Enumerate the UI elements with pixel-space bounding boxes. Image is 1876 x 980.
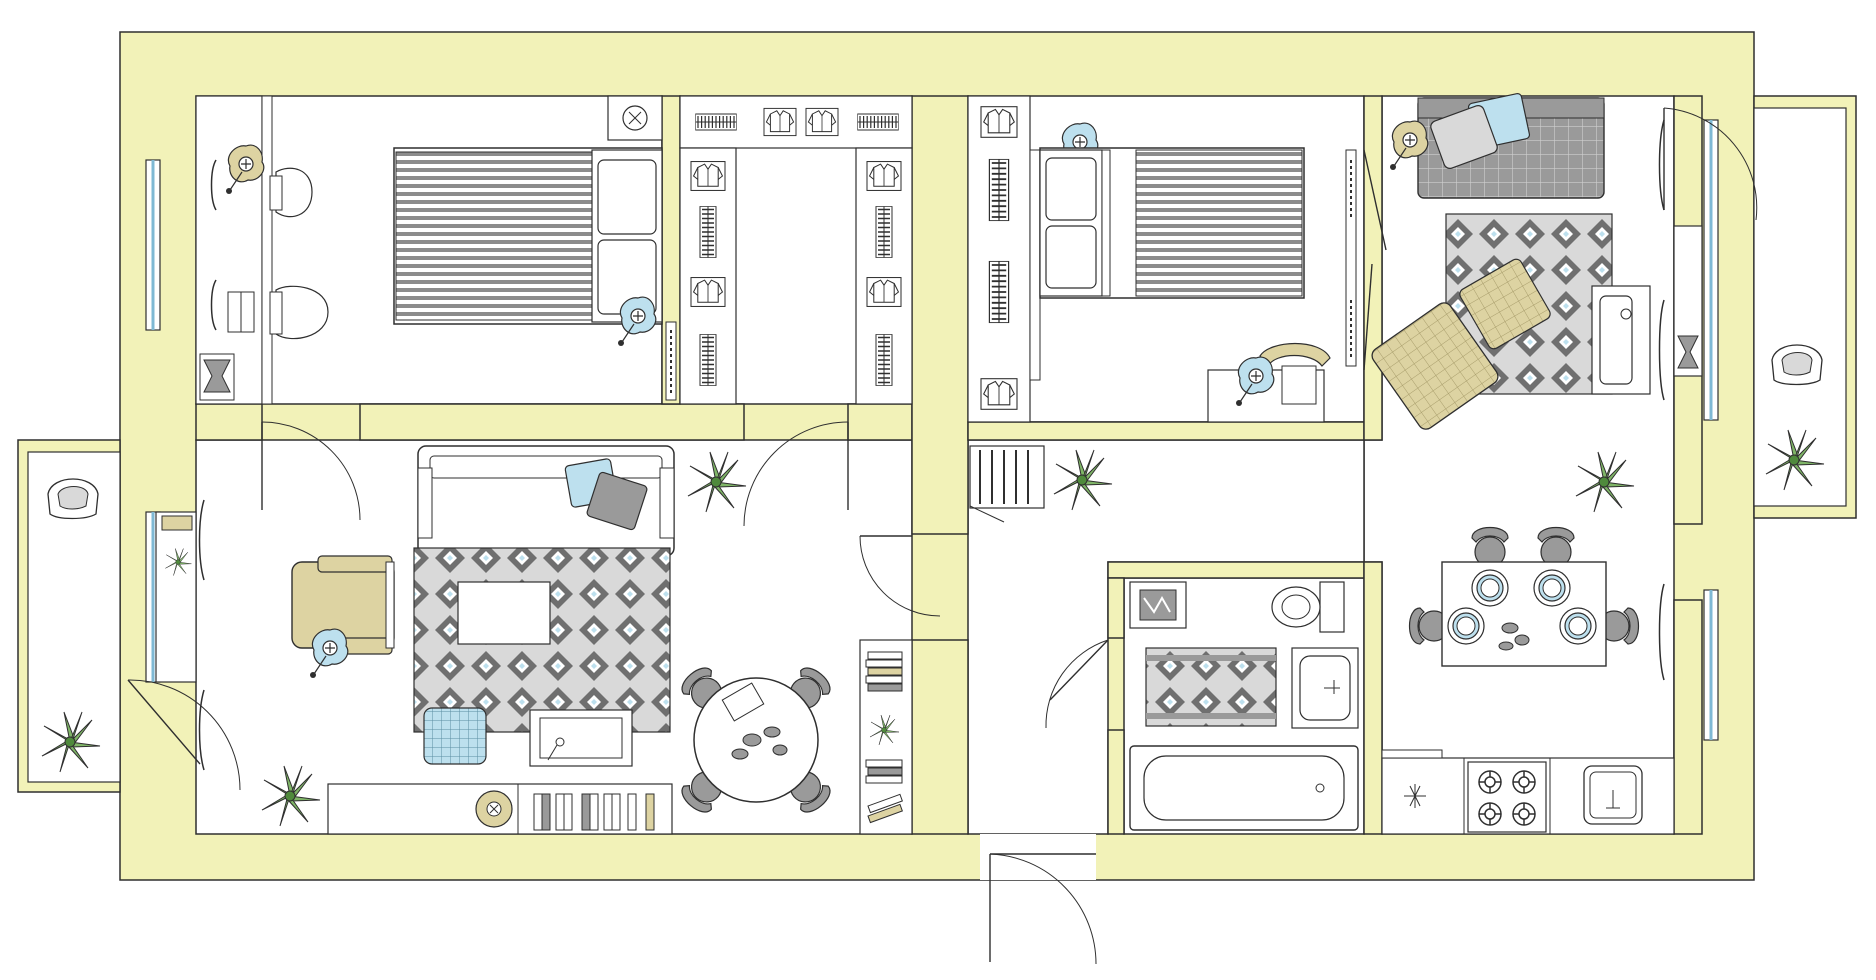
bathtub-icon: [1129, 745, 1359, 831]
tv-icon: [529, 709, 633, 767]
sink-icon: [1591, 285, 1651, 395]
stove-icon: [1467, 761, 1547, 833]
balcony-right-furniture: [1765, 344, 1825, 491]
cabinet-icon: [1658, 583, 1665, 681]
shoe-rack-icon: [969, 445, 1045, 523]
door-icon: [989, 853, 1097, 965]
sofa-icon: [417, 445, 675, 557]
living-room-furniture: [155, 445, 913, 835]
desk-icon: [195, 95, 273, 405]
window-icon: [1703, 119, 1719, 421]
balcony-left-furniture: [41, 478, 101, 773]
chair-icon: [47, 478, 99, 520]
bathroom-furniture: [1129, 581, 1359, 831]
sink-icon: [1583, 765, 1643, 825]
wardrobe-icon: [967, 95, 1041, 423]
rug-icon: [413, 547, 671, 733]
table-icon: [676, 662, 836, 818]
chair-icon: [1771, 344, 1823, 386]
entry-doorway: [980, 834, 1096, 880]
bookshelf-icon: [327, 783, 673, 835]
sofa-icon: [1417, 93, 1605, 199]
windows: [145, 119, 1719, 741]
door-icon: [127, 679, 241, 791]
laundry-basket-icon: [1129, 581, 1187, 629]
window-icon: [1703, 589, 1719, 741]
room-kitchen-dining: [1363, 95, 1675, 835]
ottoman-icon: [423, 707, 487, 765]
bedroom-left-furniture: [195, 95, 677, 405]
bed-icon: [1039, 147, 1305, 299]
window-icon: [145, 159, 161, 331]
chair-icon: [269, 167, 313, 218]
toilet-icon: [1271, 581, 1345, 633]
door-icon: [1045, 639, 1109, 729]
armchair-icon: [291, 555, 395, 655]
hallway-furniture: [969, 445, 1113, 523]
bookshelf-icon: [859, 639, 913, 835]
cabinet-icon: [155, 499, 205, 771]
wardrobe-icon: [679, 95, 913, 405]
bedroom-right-furniture: [967, 95, 1357, 423]
doors: [127, 107, 1758, 965]
chair-icon: [269, 285, 329, 340]
door-icon: [1663, 107, 1758, 221]
door-icon: [743, 421, 849, 527]
nightstand-icon: [607, 95, 663, 141]
table-icon: [1408, 526, 1640, 667]
bed-icon: [393, 147, 663, 325]
rug-icon: [1145, 647, 1277, 727]
door-icon: [1363, 149, 1387, 371]
kitchen-furniture: [1371, 93, 1703, 835]
door-icon: [859, 535, 941, 617]
armchair-icon: [1371, 258, 1551, 430]
door-icon: [261, 421, 361, 521]
cabinet-icon: [1658, 119, 1703, 401]
sink-icon: [1291, 647, 1359, 729]
